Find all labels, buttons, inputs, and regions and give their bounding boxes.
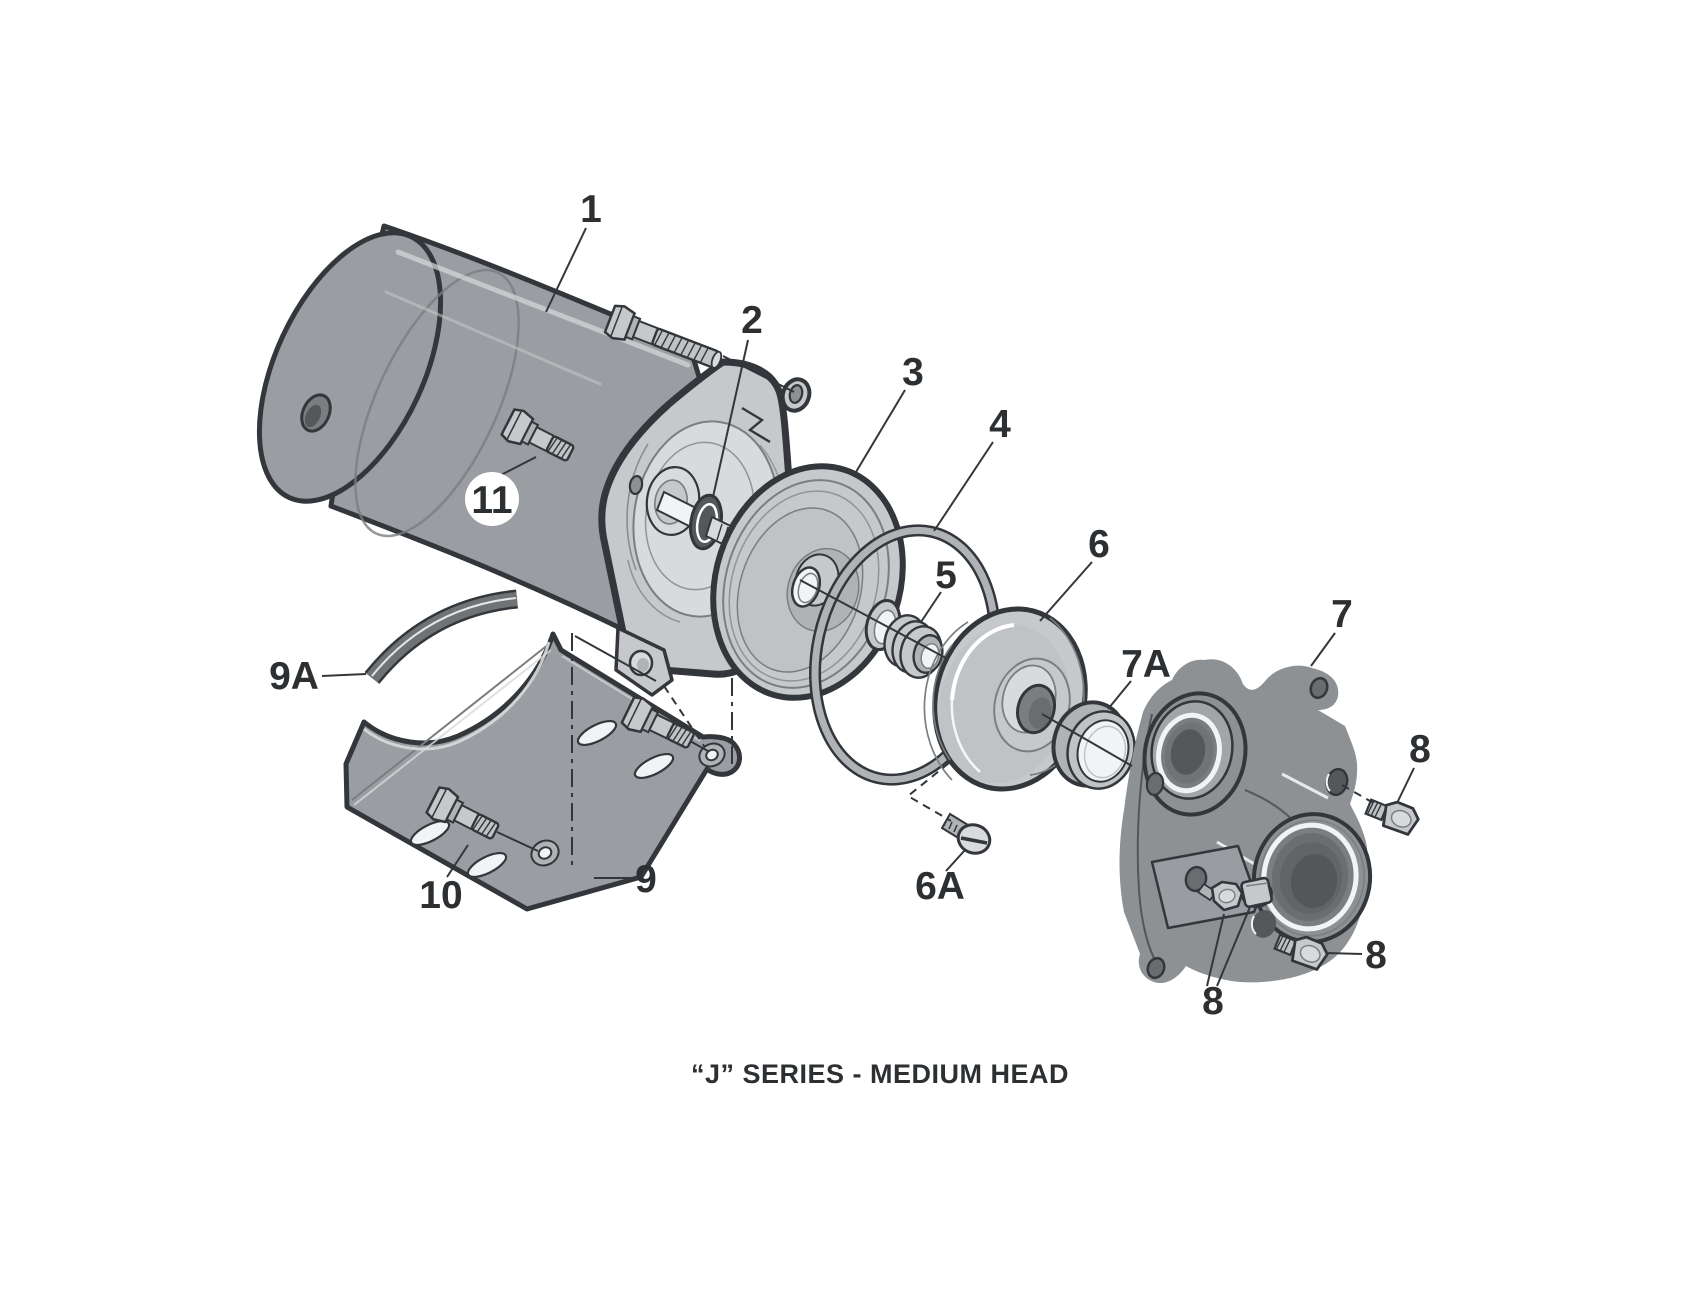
part-strap [364,589,519,684]
part-base [343,631,742,912]
motor-end-cap [256,230,444,504]
part-seal-plate [710,463,906,701]
callout-10: 10 [419,874,462,917]
callout-8-upper: 8 [1409,728,1431,771]
base-slot [576,719,618,747]
part-bolt-top [603,304,723,369]
callout-1: 1 [580,188,602,231]
callout-11: 11 [471,479,512,522]
flange-hole [628,474,644,496]
base-slot [409,819,451,847]
alignment-lines-base [571,633,733,871]
callout-2: 2 [741,299,763,342]
alignment-line-plug [1341,784,1378,806]
callout-5: 5 [935,554,957,597]
base-ear-hole [705,748,719,762]
casing-ear-hole [1309,676,1329,700]
part-wear-ring [1051,700,1136,790]
base-slot [633,752,675,780]
base-slot [466,851,508,879]
callout-4: 4 [989,403,1011,446]
casing-plug-hex [1196,880,1244,912]
callout-3: 3 [902,351,924,394]
flange-ear-hole [788,384,804,404]
callout-7A: 7A [1121,643,1171,686]
casing-flange-hole [1145,771,1165,797]
part-casing [1119,659,1373,984]
part-plug-upper [1362,791,1423,839]
leader-lines [321,227,1415,987]
casing-drain-hole [1251,910,1277,938]
callout-9: 9 [635,858,657,901]
callout-11-circle [465,472,519,526]
part-impeller [923,606,1088,792]
callout-7: 7 [1331,593,1353,636]
casing-plug-hole [1184,865,1208,893]
part-shaft-seal [864,598,944,679]
figure-caption: “J” SERIES - MEDIUM HEAD [691,1059,1069,1089]
part-impeller-screw [940,812,992,855]
callout-6: 6 [1088,523,1110,566]
alignment-line-screw [906,762,952,822]
callouts: 1 2 3 4 5 6 6A 7 7A 8 8 8 9 9A 10 11 [269,188,1431,1023]
callout-8-lower: 8 [1365,934,1387,977]
callout-6A: 6A [915,865,965,908]
casing-plug-square [1240,876,1273,909]
casing-ear-hole [1146,956,1166,980]
base-tab-hole [537,846,553,860]
callout-8-bottom: 8 [1202,980,1224,1023]
callout-9A: 9A [269,655,319,698]
